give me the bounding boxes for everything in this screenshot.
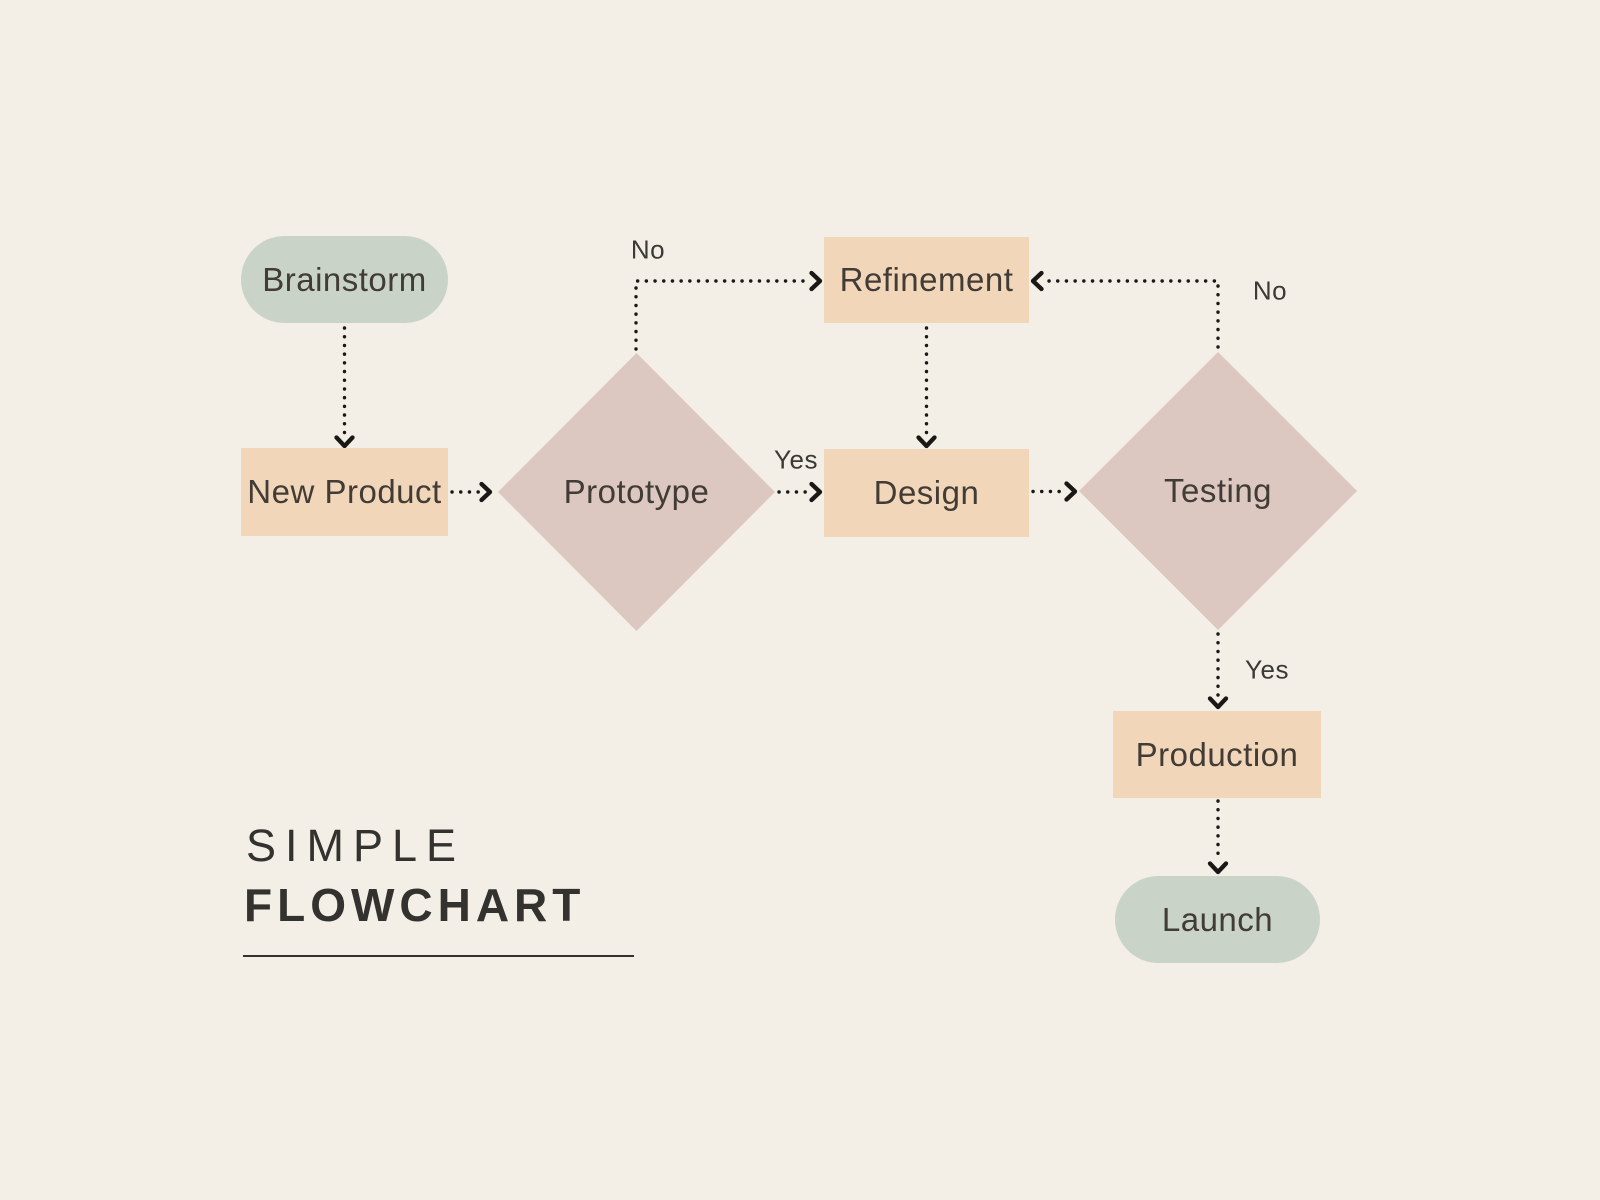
title-underline [243,955,634,957]
node-brainstorm-label: Brainstorm [262,260,427,298]
edge-brainstorm-to-new-product [334,326,355,449]
edge-label-prototype-yes: Yes [774,444,818,475]
edge-prototype-to-design-yes [777,481,823,503]
node-refinement-label: Refinement [839,261,1014,298]
node-testing-label: Testing [1163,472,1273,509]
edge-design-to-testing [1031,481,1078,502]
node-prototype-label: Prototype [563,473,710,510]
node-design: Design [824,449,1029,537]
edge-prototype-to-refinement-no [634,270,823,351]
node-design-label: Design [873,474,980,511]
node-brainstorm: Brainstorm [241,236,448,323]
edge-testing-to-production-yes [1207,632,1229,710]
edge-label-testing-no: No [1252,275,1288,306]
node-new-product-label: New Product [247,473,442,510]
node-launch: Launch [1115,876,1320,963]
node-production: Production [1113,711,1321,798]
edge-refinement-to-design [916,326,937,449]
node-new-product: New Product [241,448,448,536]
edge-new-product-to-prototype [450,481,493,503]
node-refinement: Refinement [824,237,1029,323]
edge-label-testing-yes: Yes [1245,654,1289,685]
node-production-label: Production [1135,735,1299,773]
edge-testing-to-refinement-no [1030,270,1220,349]
page-title-line2: FLOWCHART [244,879,586,931]
edge-production-to-launch [1207,799,1229,875]
edge-label-prototype-no: No [630,234,666,265]
node-launch-label: Launch [1161,900,1274,938]
page-title-line1: SIMPLE [246,820,466,871]
